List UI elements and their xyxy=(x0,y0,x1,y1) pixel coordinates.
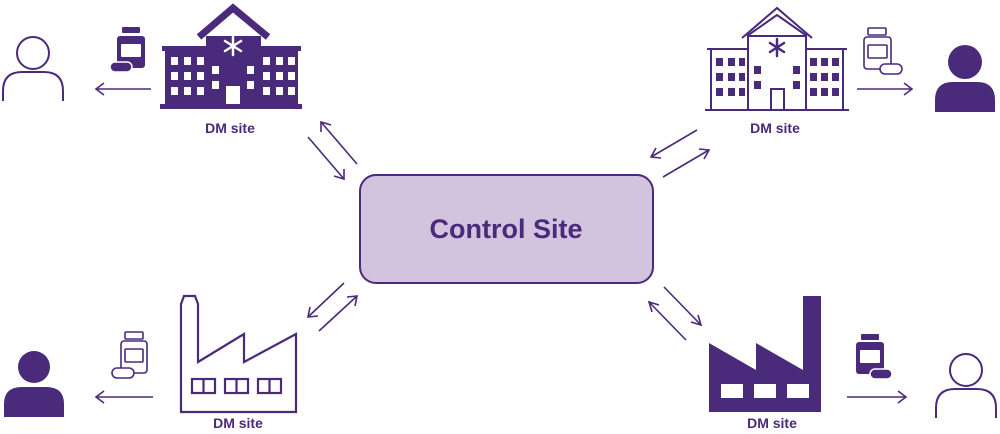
site-label: DM site xyxy=(750,120,800,136)
arrow-icon xyxy=(847,390,908,404)
bidirectional-arrows-icon xyxy=(307,120,358,181)
control-site-label: Control Site xyxy=(430,214,583,244)
bidirectional-arrows-icon xyxy=(307,282,358,332)
arrow-icon xyxy=(857,82,914,96)
site-label: DM site xyxy=(747,415,797,431)
control-site: Control Site xyxy=(359,174,654,284)
person-icon xyxy=(2,36,64,101)
pill-icon xyxy=(109,61,133,73)
hospital-icon xyxy=(705,6,849,111)
pill-icon xyxy=(879,63,903,75)
site-top-left: DM site xyxy=(2,3,358,181)
arrow-icon xyxy=(94,82,151,96)
factory-icon xyxy=(709,296,821,412)
site-top-right: DM site xyxy=(649,6,995,178)
bidirectional-arrows-icon xyxy=(649,129,711,178)
arrow-icon xyxy=(94,390,153,404)
control-site-box xyxy=(359,174,654,284)
bidirectional-arrows-icon xyxy=(647,286,703,341)
pill-icon xyxy=(111,367,135,379)
medicine-bottle-icon xyxy=(856,334,884,374)
factory-icon xyxy=(179,294,298,414)
pill-icon xyxy=(869,368,893,380)
hospital-icon xyxy=(160,3,302,109)
site-bottom-left: DM site xyxy=(4,282,358,431)
person-icon xyxy=(935,45,995,112)
medicine-bottle-icon xyxy=(120,331,148,374)
person-icon xyxy=(4,351,64,417)
site-label: DM site xyxy=(213,415,263,431)
site-bottom-right: DM site xyxy=(647,286,997,431)
medicine-bottle-icon xyxy=(117,27,145,68)
site-label: DM site xyxy=(205,120,255,136)
person-icon xyxy=(935,353,997,418)
medicine-bottle-icon xyxy=(863,27,892,70)
